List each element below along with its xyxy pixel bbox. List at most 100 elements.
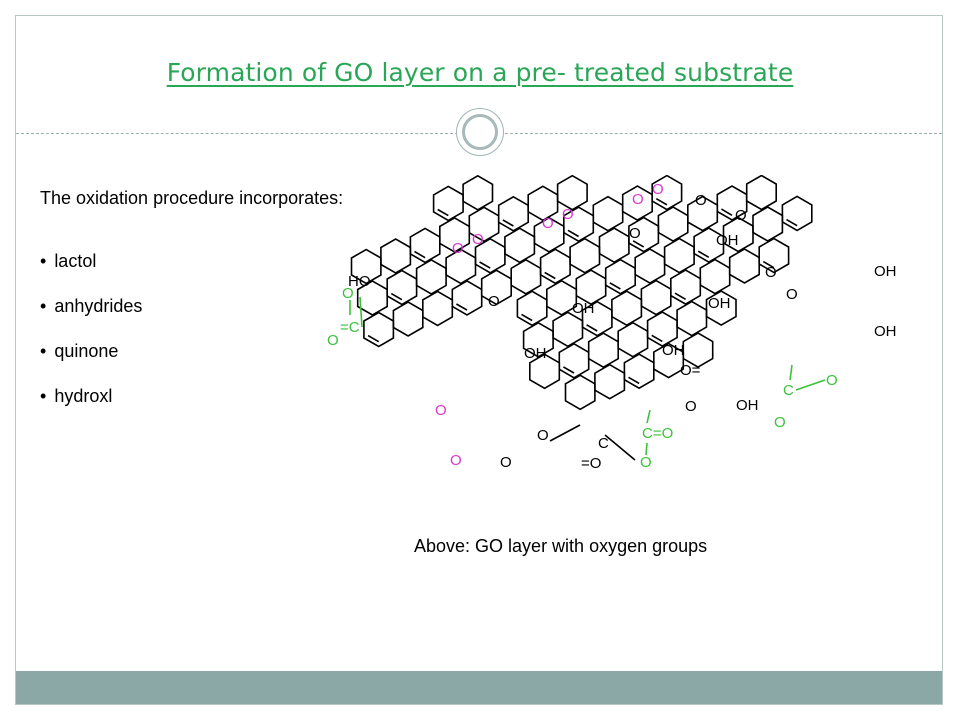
label-o: O — [488, 293, 500, 310]
lattice-hexagon — [415, 258, 447, 295]
lattice-hexagon — [569, 237, 601, 274]
label-oh: OH — [524, 345, 547, 362]
lattice-hexagon — [640, 279, 672, 316]
label-oh: OH — [874, 263, 897, 280]
lattice-hexagon — [592, 195, 624, 232]
lattice-hexagon — [651, 175, 683, 211]
ring-inner — [462, 114, 498, 150]
figure-caption: Above: GO layer with oxygen groups — [414, 536, 708, 556]
lattice-hexagon — [781, 195, 813, 232]
label-oh: OH — [572, 300, 595, 317]
label-o-epoxy: O — [542, 215, 554, 232]
lattice-hexagon — [380, 238, 412, 274]
label-c-carboxyl: C=O — [642, 425, 673, 442]
label-oh: OH — [708, 295, 731, 312]
label-o-epoxy: O — [452, 240, 464, 257]
lattice-hexagon — [611, 290, 643, 327]
lattice-hexagon — [728, 248, 760, 284]
double-bond — [563, 366, 575, 374]
lattice-hexagon — [392, 301, 424, 337]
label-o: O — [765, 264, 777, 281]
double-bond — [479, 261, 491, 269]
lattice-hexagon — [552, 311, 584, 348]
double-bond — [609, 282, 621, 290]
lattice-hexagon — [504, 227, 536, 264]
label-c-carboxyl: C — [783, 382, 794, 399]
label-o-epoxy: O — [632, 191, 644, 208]
lattice-hexagon — [510, 258, 542, 295]
label-eq-o: =O — [581, 455, 601, 472]
double-bond — [586, 324, 598, 332]
label-o-epoxy: O — [435, 402, 447, 419]
double-bond — [628, 376, 640, 385]
divider-ring-ornament — [456, 108, 504, 156]
label-o: O — [695, 192, 707, 209]
ring-bond — [549, 424, 636, 461]
lattice-hexagon — [758, 237, 790, 274]
label-oh: OH — [716, 232, 739, 249]
label-o: O — [786, 286, 798, 303]
lattice-hexagon — [598, 227, 630, 264]
double-bond — [367, 334, 380, 343]
lattice-hexagon — [699, 258, 731, 295]
double-bond — [632, 240, 645, 248]
label-c: C — [598, 435, 609, 452]
label-o: O — [735, 207, 747, 224]
double-bond — [544, 271, 556, 280]
lattice-hexagon — [676, 300, 708, 337]
lattice-hexagon — [745, 175, 777, 211]
label-o-epoxy: O — [652, 181, 664, 198]
bullet-item: anhydrides — [40, 295, 142, 340]
double-bond — [437, 208, 449, 217]
label-o: O — [537, 427, 549, 444]
carboxyl-bond — [645, 409, 651, 456]
label-o-eq: O= — [680, 362, 701, 379]
double-bond — [390, 292, 403, 301]
lattice-hexagon — [705, 290, 737, 327]
label-o-epoxy: O — [472, 231, 484, 248]
lattice-hexagon — [682, 332, 714, 369]
lattice-hexagon — [634, 248, 666, 285]
double-bond — [655, 198, 668, 206]
double-bonds — [367, 198, 798, 385]
label-o-carboxyl: O — [826, 372, 838, 389]
lattice-hexagon — [462, 175, 494, 211]
label-o-epoxy: O — [450, 452, 462, 469]
label-oh: OH — [874, 323, 897, 340]
double-bond — [786, 218, 798, 227]
label-oh: OH — [736, 397, 759, 414]
double-bond — [502, 219, 514, 227]
lattice-hexagon — [594, 363, 626, 400]
lattice-hexagon — [422, 290, 454, 327]
label-c-carboxyl: =C — [340, 319, 360, 336]
double-bond — [456, 303, 468, 311]
double-bond — [521, 313, 533, 322]
double-bond — [697, 250, 710, 258]
graphene-oxide-structure: HO OH OH OH OH OH OH OH OH O O O O O O O… — [327, 175, 897, 472]
bullet-list: lactol anhydrides quinone hydroxl — [40, 250, 142, 430]
bullet-item: hydroxl — [40, 385, 142, 430]
label-o-carboxyl: O — [640, 454, 652, 471]
label-o-carboxyl: O — [342, 285, 354, 302]
lattice-hexagon — [617, 321, 649, 358]
lattice-hexagon — [663, 237, 695, 274]
double-bond — [674, 292, 686, 300]
label-o-carboxyl: O — [327, 332, 339, 349]
double-bond — [414, 250, 426, 259]
lattice-hexagon — [587, 332, 619, 369]
label-o: O — [685, 398, 697, 415]
bullet-item: lactol — [40, 250, 142, 295]
bullet-item: quinone — [40, 340, 142, 385]
lattice-hexagon — [564, 374, 596, 411]
label-o: O — [629, 225, 641, 242]
intro-text: The oxidation procedure incorporates: — [40, 188, 344, 208]
label-o-carboxyl: O — [774, 414, 786, 431]
label-oh: OH — [662, 342, 685, 359]
label-ho: HO — [348, 273, 371, 290]
lattice-hexagon — [657, 206, 689, 243]
lattice-hexagon — [556, 175, 588, 211]
label-o: O — [500, 454, 512, 471]
double-bond — [651, 334, 663, 343]
slide-title: Formation of GO layer on a pre- treated … — [166, 58, 794, 87]
double-bond — [720, 208, 733, 216]
